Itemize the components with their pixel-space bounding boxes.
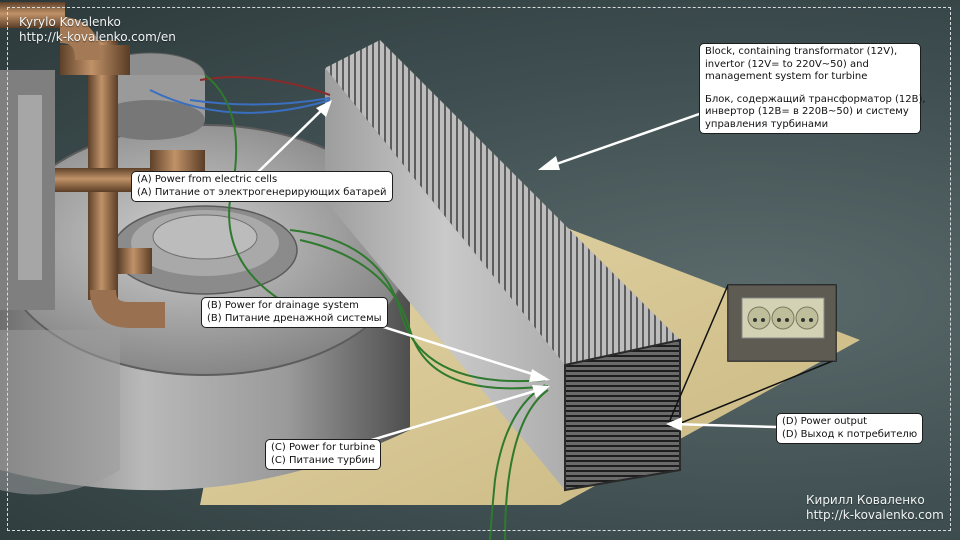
callout-block-en-line-3: management system for turbine bbox=[705, 71, 868, 82]
credit-url-ru[interactable]: http://k-kovalenko.com bbox=[806, 508, 944, 522]
callout-block-ru-line-2: инвертор (12В= в 220В~50) и систему bbox=[705, 106, 909, 117]
callout-c: (C) Power for turbine (C) Питание турбин bbox=[265, 439, 382, 470]
callout-block-en-line-2: invertor (12V= to 220V~50) and bbox=[705, 58, 869, 70]
callout-c-ru: (C) Питание турбин bbox=[271, 454, 375, 466]
callout-block: Block, containing transformator (12V), i… bbox=[699, 43, 926, 134]
callout-b-ru: (B) Питание дренажной системы bbox=[207, 312, 382, 324]
credit-url-en[interactable]: http://k-kovalenko.com/en bbox=[19, 30, 176, 44]
credit-author-ru: Кирилл Коваленко bbox=[806, 493, 925, 507]
callout-d-en: (D) Power output bbox=[782, 416, 868, 427]
callout-a-ru: (A) Питание от электрогенерирующих батар… bbox=[137, 186, 387, 198]
callout-d: (D) Power output (D) Выход к потребителю bbox=[776, 413, 924, 444]
callout-a: (A) Power from electric cells (A) Питани… bbox=[131, 171, 393, 202]
callout-b-en: (B) Power for drainage system bbox=[207, 300, 359, 311]
callout-d-ru: (D) Выход к потребителю bbox=[782, 428, 918, 440]
callout-c-en: (C) Power for turbine bbox=[271, 442, 376, 453]
credit-top-left: Kyrylo Kovalenko http://k-kovalenko.com/… bbox=[19, 15, 176, 45]
credit-author-en: Kyrylo Kovalenko bbox=[19, 15, 121, 29]
callout-block-en-line-1: Block, containing transformator (12V), bbox=[705, 46, 898, 57]
socket-inset bbox=[669, 284, 837, 426]
callout-block-ru-line-3: управления турбинами bbox=[705, 118, 829, 130]
wires bbox=[149, 74, 549, 540]
callout-arrows bbox=[254, 100, 777, 450]
callout-a-en: (A) Power from electric cells bbox=[137, 174, 278, 185]
credit-bottom-right: Кирилл Коваленко http://k-kovalenko.com bbox=[806, 493, 944, 523]
callout-block-ru-line-1: Блок, содержащий трансформатор (12В), bbox=[705, 93, 926, 105]
callout-b: (B) Power for drainage system (B) Питани… bbox=[201, 297, 388, 328]
